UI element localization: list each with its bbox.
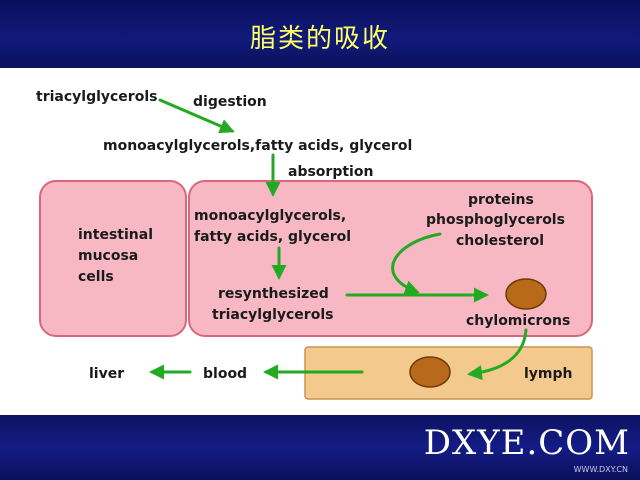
label-added-line-1: proteins <box>468 192 534 208</box>
label-digestion: digestion <box>193 94 267 110</box>
brand-logo: DXYE.COM <box>423 423 630 463</box>
label-chylomicrons: chylomicrons <box>466 313 570 329</box>
label-added-line-3: cholesterol <box>456 233 544 249</box>
mucosa-cell-box <box>39 180 187 337</box>
label-blood: blood <box>203 366 247 382</box>
label-absorbed-line-2: fatty acids, glycerol <box>194 229 351 245</box>
slide-title: 脂类的吸收 <box>249 24 390 54</box>
label-mucosa-line-3: cells <box>78 269 114 285</box>
label-liver: liver <box>89 366 124 382</box>
lymph-particle <box>409 356 451 388</box>
label-mucosa-line-1: intestinal <box>78 227 153 243</box>
label-digestion-products: monoacylglycerols,fatty acids, glycerol <box>103 138 412 154</box>
label-absorption: absorption <box>288 164 373 180</box>
label-resynth-line-2: triacylglycerols <box>212 307 333 323</box>
label-absorbed-line-1: monoacylglycerols, <box>194 208 346 224</box>
to-lymph-arrow <box>467 328 528 381</box>
label-added-line-2: phosphoglycerols <box>426 212 565 228</box>
title-bar: 脂类的吸收 <box>0 0 640 66</box>
additives-arrow <box>391 232 442 295</box>
brand-url: WWW.DXY.CN <box>573 465 628 474</box>
footer-bar: DXYE.COM WWW.DXY.CN <box>0 415 640 480</box>
label-mucosa-line-2: mucosa <box>78 248 138 264</box>
label-resynth-line-1: resynthesized <box>218 286 329 302</box>
label-lymph: lymph <box>524 366 573 382</box>
digestion-arrow <box>158 98 235 134</box>
enterocyte-cell-box <box>188 180 593 337</box>
chylomicron-particle <box>505 278 547 310</box>
label-triacylglycerols: triacylglycerols <box>36 89 157 105</box>
